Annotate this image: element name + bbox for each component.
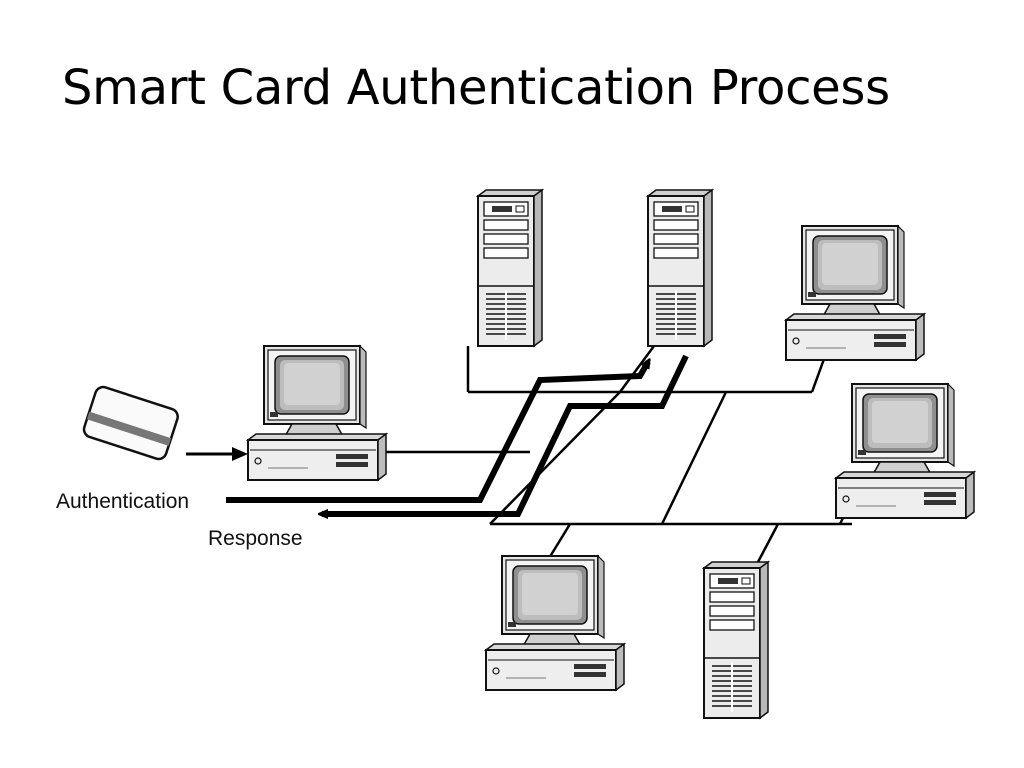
authentication-server-icon	[647, 189, 713, 347]
authentication-label: Authentication	[56, 490, 189, 513]
smart-card-icon	[82, 385, 179, 461]
card-insert-arrow	[186, 447, 248, 461]
workstation-icon-right	[835, 383, 975, 519]
response-label: Response	[208, 527, 303, 550]
server-icon-bottom	[703, 561, 769, 719]
workstation-icon-bottom	[485, 555, 625, 691]
authentication-path	[226, 362, 648, 503]
client-workstation-icon	[247, 345, 387, 481]
workstation-icon-top-right	[785, 225, 925, 361]
response-path	[322, 354, 689, 514]
slide-title: Smart Card Authentication Process	[62, 60, 890, 116]
server-icon	[477, 189, 543, 347]
